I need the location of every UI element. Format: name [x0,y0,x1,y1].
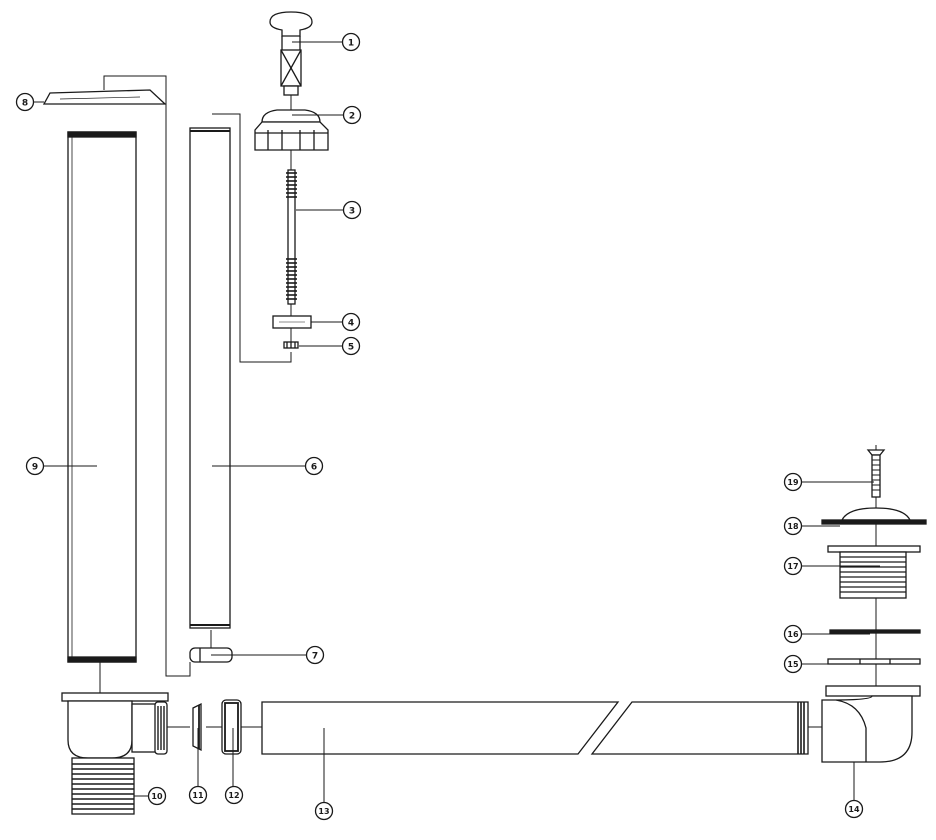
svg-text:17: 17 [787,562,798,571]
part-13-pipe [261,701,809,755]
callout-7: 7 [305,645,325,665]
svg-text:12: 12 [228,791,239,800]
svg-text:2: 2 [349,112,355,122]
part-4-spacer-block [272,315,312,329]
callout-10: 10 [147,786,167,806]
part-12-nut [221,699,242,755]
svg-text:5: 5 [348,343,354,353]
part-11-washer [192,702,202,752]
svg-text:9: 9 [32,463,38,473]
svg-text:16: 16 [787,630,799,639]
svg-text:11: 11 [192,791,204,800]
callout-4: 4 [341,312,361,332]
callout-15: 15 [783,654,803,674]
callout-12: 12 [224,785,244,805]
part-15-washer [827,658,921,665]
callout-19: 19 [783,472,803,492]
callout-16: 16 [783,624,803,644]
part-1-knob [269,11,313,96]
callout-1: 1 [341,32,361,52]
part-5-clip [283,341,299,349]
part-3-threaded-rod [286,169,297,305]
callout-13: 13 [314,801,334,821]
svg-text:18: 18 [787,522,799,531]
part-16-gasket [829,629,921,634]
callout-5: 5 [341,336,361,356]
svg-text:15: 15 [787,660,799,669]
callout-bubbles: 1 2 3 4 5 6 7 8 9 10 11 12 13 14 15 16 1… [15,32,864,821]
callout-3: 3 [342,200,362,220]
svg-text:4: 4 [348,319,354,329]
callout-leaders [34,41,880,802]
callout-8: 8 [15,92,35,112]
callout-14: 14 [844,799,864,819]
svg-text:14: 14 [848,805,860,814]
part-6-tube [189,127,231,629]
svg-text:3: 3 [349,207,355,217]
callout-6: 6 [304,456,324,476]
svg-text:13: 13 [318,807,329,816]
callout-18: 18 [783,516,803,536]
callout-2: 2 [342,105,362,125]
svg-text:8: 8 [22,99,28,109]
svg-text:6: 6 [311,463,317,473]
callout-17: 17 [783,556,803,576]
part-17-threaded-flange [827,545,921,599]
svg-text:19: 19 [787,478,799,487]
svg-text:1: 1 [348,39,354,49]
callout-9: 9 [25,456,45,476]
part-18-strainer-plate [821,507,927,525]
part-8-overflow-cover [42,89,167,105]
svg-text:7: 7 [312,652,318,662]
part-10-drain-body [61,692,169,815]
part-19-screw [866,449,886,498]
part-14-elbow [821,685,921,763]
callout-11: 11 [188,785,208,805]
part-2-cap-nut [254,109,329,151]
svg-text:10: 10 [151,792,163,801]
part-9-tube [67,131,137,663]
